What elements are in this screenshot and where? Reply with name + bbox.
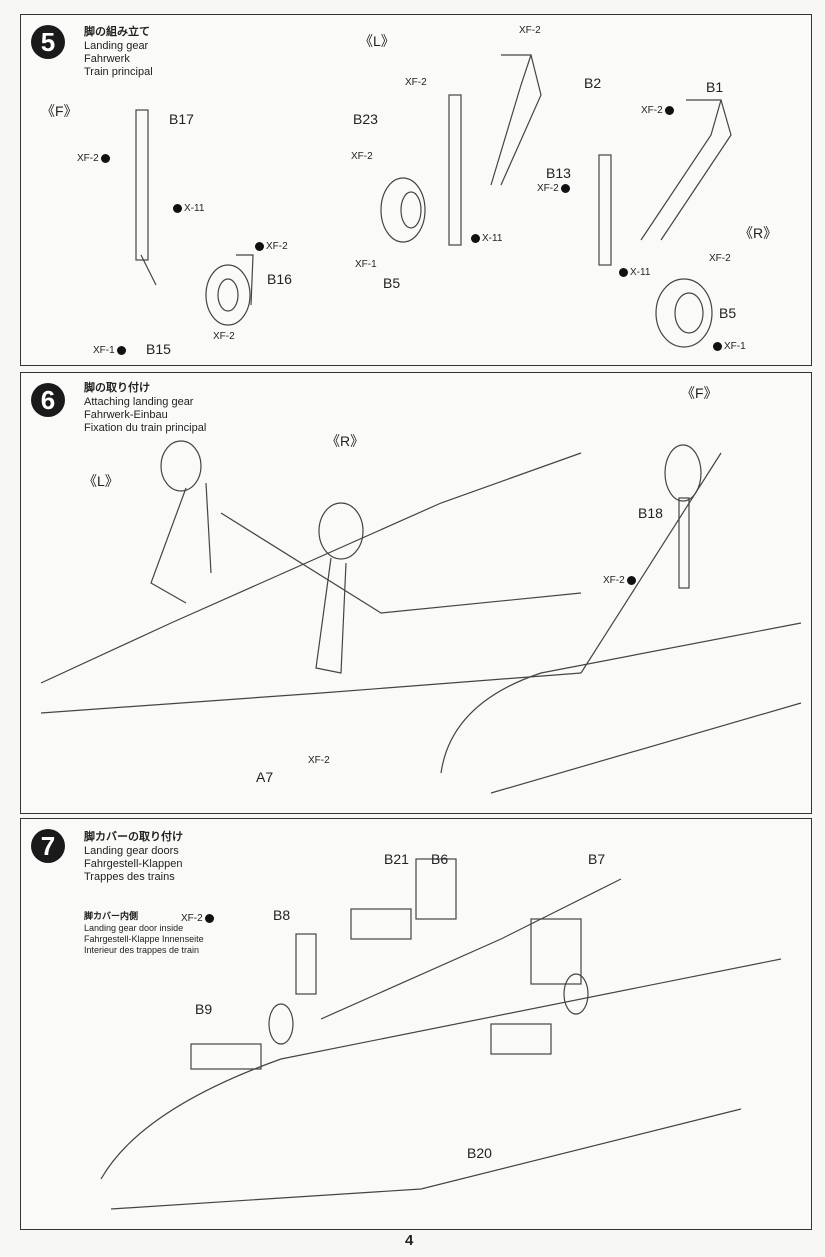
callout-front: 《F》	[41, 103, 78, 119]
paint-dot-icon	[100, 153, 110, 163]
callout-part: B13	[546, 165, 571, 181]
paint-callout: X-11	[617, 267, 650, 278]
paint-callout: XF-2	[308, 755, 330, 766]
step-title: 脚カバーの取り付け Landing gear doors Fahrgestell…	[84, 831, 183, 884]
title-fr: Trappes des trains	[84, 871, 175, 883]
callout-part: B5	[383, 275, 401, 291]
step-7-panel: 7 脚カバーの取り付け Landing gear doors Fahrgeste…	[20, 818, 812, 1230]
step-title: 脚の取り付け Attaching landing gear Fahrwerk-E…	[84, 382, 206, 435]
step-5-panel: 5 脚の組み立て Landing gear Fahrwerk Train pri…	[20, 14, 812, 366]
callout-right: 《R》	[739, 225, 778, 241]
paint-callout: X-11	[469, 233, 502, 244]
title-de: Fahrwerk	[84, 53, 130, 65]
paint-callout: XF-1	[93, 345, 128, 356]
title-en: Attaching landing gear	[84, 396, 194, 408]
paint-callout: XF-2	[77, 153, 112, 164]
note-jp: 脚カバー内側	[84, 911, 139, 921]
note-de: Fahrgestell-Klappe Innenseite	[84, 934, 204, 944]
door-inside-note: 脚カバー内側 Landing gear door inside Fahrgest…	[84, 911, 204, 956]
paint-dot-icon	[619, 267, 628, 277]
note-fr: Interieur des trappes de train	[84, 945, 200, 955]
aircraft-gear-doors-drawing	[100, 858, 782, 1210]
paint-dot-icon	[713, 341, 722, 351]
paint-callout: XF-2	[181, 913, 216, 924]
title-jp: 脚カバーの取り付け	[84, 831, 183, 843]
page-number: 4	[405, 1232, 414, 1249]
callout-part: B17	[169, 111, 194, 127]
paint-dot-icon	[255, 241, 264, 251]
title-en: Landing gear doors	[84, 845, 179, 857]
title-jp: 脚の組み立て	[84, 26, 150, 38]
paint-callout: XF-2	[641, 105, 676, 116]
paint-callout: XF-2	[351, 151, 373, 162]
callout-part: B7	[588, 851, 606, 867]
paint-callout: XF-2	[213, 331, 235, 342]
callout-part: B2	[584, 75, 602, 91]
callout-part: B18	[638, 505, 663, 521]
paint-callout: XF-1	[711, 341, 746, 352]
paint-callout: XF-1	[355, 259, 377, 270]
paint-callout: X-11	[171, 203, 204, 214]
paint-dot-icon	[560, 183, 570, 193]
title-en: Landing gear	[84, 40, 149, 52]
paint-dot-icon	[173, 203, 182, 213]
paint-callout: XF-2	[253, 241, 288, 252]
callout-right: 《R》	[326, 433, 365, 449]
callout-part: B16	[267, 271, 292, 287]
title-jp: 脚の取り付け	[84, 382, 150, 394]
paint-callout: XF-2	[537, 183, 572, 194]
paint-callout: XF-2	[519, 25, 541, 36]
callout-front: 《F》	[681, 385, 718, 401]
step-number: 5	[31, 25, 65, 59]
callout-part: B1	[706, 79, 724, 95]
paint-dot-icon	[664, 105, 674, 115]
title-fr: Train principal	[84, 66, 153, 78]
paint-callout: XF-2	[405, 77, 427, 88]
callout-left: 《L》	[83, 473, 119, 489]
callout-part: B6	[431, 851, 449, 867]
callout-left: 《L》	[359, 33, 395, 49]
title-de: Fahrwerk-Einbau	[84, 409, 168, 421]
callout-part: B23	[353, 111, 378, 127]
callout-part: B15	[146, 341, 171, 357]
callout-part: B5	[719, 305, 737, 321]
title-de: Fahrgestell-Klappen	[84, 858, 183, 870]
landing-gear-drawing	[135, 54, 732, 348]
callout-part: A7	[256, 769, 274, 785]
callout-part: B8	[273, 907, 291, 923]
paint-callout: XF-2	[603, 575, 638, 586]
paint-callout: XF-2	[709, 253, 731, 264]
title-fr: Fixation du train principal	[84, 422, 207, 434]
note-en: Landing gear door inside	[84, 923, 184, 933]
paint-dot-icon	[471, 233, 480, 243]
paint-dot-icon	[626, 575, 636, 585]
step-number: 6	[31, 383, 65, 417]
callout-part: B20	[467, 1145, 492, 1161]
callout-part: B21	[384, 851, 409, 867]
aircraft-underside-drawing	[40, 440, 802, 794]
step-title: 脚の組み立て Landing gear Fahrwerk Train princ…	[84, 26, 153, 79]
paint-dot-icon	[204, 913, 214, 923]
callout-part: B9	[195, 1001, 213, 1017]
step-number: 7	[31, 829, 65, 863]
step-6-panel: 6 脚の取り付け Attaching landing gear Fahrwerk…	[20, 372, 812, 814]
paint-dot-icon	[116, 345, 126, 355]
